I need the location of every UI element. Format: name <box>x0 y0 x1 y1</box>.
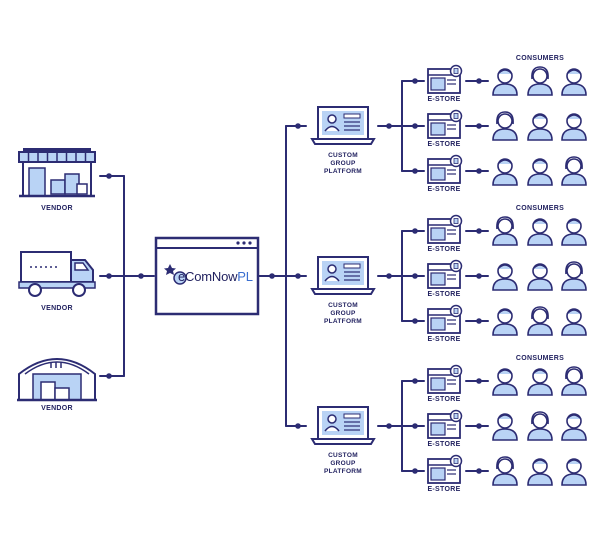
vendor-label: VENDOR <box>41 405 73 412</box>
person-icon <box>561 113 587 141</box>
person-icon <box>561 413 587 441</box>
online-store-icon <box>427 364 463 394</box>
estore-row <box>401 304 587 336</box>
estore-row <box>401 154 587 186</box>
person-icon <box>492 456 518 486</box>
vendors-column <box>17 148 155 402</box>
platform-label: CUSTOM GROUP PLATFORM <box>323 152 363 175</box>
estore-row <box>401 454 587 486</box>
warehouse-icon <box>17 358 97 402</box>
person-icon <box>492 111 518 141</box>
laptop-dashboard-icon <box>310 106 376 145</box>
platform-label: CUSTOM GROUP PLATFORM <box>323 302 363 325</box>
person-icon <box>492 413 518 441</box>
vendor-3 <box>17 358 125 402</box>
estore-row <box>401 364 587 396</box>
platform-branch-2 <box>285 214 587 336</box>
estore-label: E-STORE <box>427 336 461 343</box>
person-icon <box>492 158 518 186</box>
estore-row <box>401 64 587 96</box>
estore-row <box>401 259 587 291</box>
platform-branch-1 <box>285 64 587 186</box>
online-store-icon <box>427 259 463 289</box>
estore-row <box>401 214 587 246</box>
estore-label: E-STORE <box>427 246 461 253</box>
person-icon <box>492 216 518 246</box>
hub-logo-accent: PL <box>237 269 253 284</box>
laptop-dashboard-icon <box>310 406 376 445</box>
person-icon <box>561 366 587 396</box>
vendor-2 <box>18 251 125 297</box>
estore-label: E-STORE <box>427 486 461 493</box>
estore-label: E-STORE <box>427 141 461 148</box>
person-icon <box>561 218 587 246</box>
storefront-icon <box>18 148 96 198</box>
estore-label: E-STORE <box>427 441 461 448</box>
person-icon <box>492 368 518 396</box>
person-icon <box>527 113 553 141</box>
person-icon <box>561 156 587 186</box>
online-store-icon <box>427 214 463 244</box>
estore-row <box>401 409 587 441</box>
online-store-icon <box>427 64 463 94</box>
person-icon <box>561 261 587 291</box>
estore-label: E-STORE <box>427 96 461 103</box>
online-store-icon <box>427 409 463 439</box>
online-store-icon <box>427 454 463 484</box>
browser-window-icon <box>154 236 260 316</box>
person-icon <box>492 68 518 96</box>
hub-node <box>154 236 287 316</box>
estore-label: E-STORE <box>427 396 461 403</box>
platform-label: CUSTOM GROUP PLATFORM <box>323 452 363 475</box>
vendor-1 <box>18 148 125 198</box>
person-icon <box>527 458 553 486</box>
online-store-icon <box>427 304 463 334</box>
person-icon <box>527 368 553 396</box>
consumers-label: CONSUMERS <box>515 55 565 62</box>
estore-row <box>401 109 587 141</box>
laptop-dashboard-icon <box>310 256 376 295</box>
person-icon <box>527 158 553 186</box>
vendor-label: VENDOR <box>41 305 73 312</box>
hub-logo-main: eComNow <box>178 269 238 284</box>
estore-label: E-STORE <box>427 186 461 193</box>
vendor-label: VENDOR <box>41 205 73 212</box>
person-icon <box>527 306 553 336</box>
online-store-icon <box>427 154 463 184</box>
person-icon <box>561 458 587 486</box>
person-icon <box>527 66 553 96</box>
person-icon <box>492 263 518 291</box>
hub-logo-text: eComNowPL <box>178 269 256 284</box>
person-icon <box>527 263 553 291</box>
online-store-icon <box>427 109 463 139</box>
consumers-label: CONSUMERS <box>515 355 565 362</box>
person-icon <box>561 68 587 96</box>
person-icon <box>561 308 587 336</box>
person-icon <box>527 218 553 246</box>
platform-branch-3 <box>285 364 587 486</box>
estore-label: E-STORE <box>427 291 461 298</box>
delivery-truck-icon <box>18 251 96 297</box>
person-icon <box>492 308 518 336</box>
person-icon <box>527 411 553 441</box>
consumers-label: CONSUMERS <box>515 205 565 212</box>
